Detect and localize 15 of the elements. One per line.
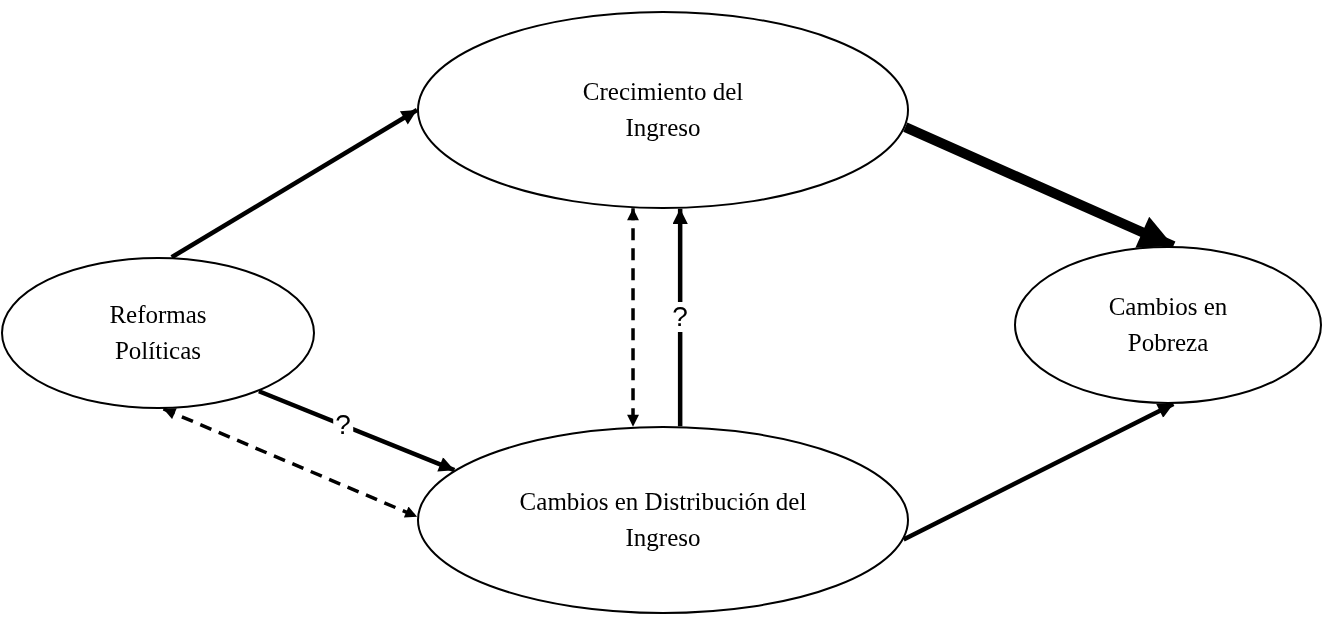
ellipse-node bbox=[417, 11, 909, 209]
arrow bbox=[903, 122, 1176, 251]
node-label: Cambios en Distribución del Ingreso bbox=[518, 486, 808, 553]
ellipse-node bbox=[1014, 246, 1322, 404]
arrow bbox=[902, 401, 1175, 542]
dashed-arrow bbox=[627, 208, 639, 427]
node-label: Crecimiento del Ingreso bbox=[581, 76, 745, 143]
node-label: Cambios en Pobreza bbox=[1107, 291, 1229, 358]
dashed-arrow bbox=[162, 407, 418, 519]
arrow bbox=[258, 389, 456, 473]
edge-label: ? bbox=[670, 302, 690, 333]
ellipse-node bbox=[1, 257, 315, 409]
node-label: Reformas Políticas bbox=[108, 299, 208, 366]
ellipse-node bbox=[417, 426, 909, 614]
arrow bbox=[170, 108, 419, 260]
